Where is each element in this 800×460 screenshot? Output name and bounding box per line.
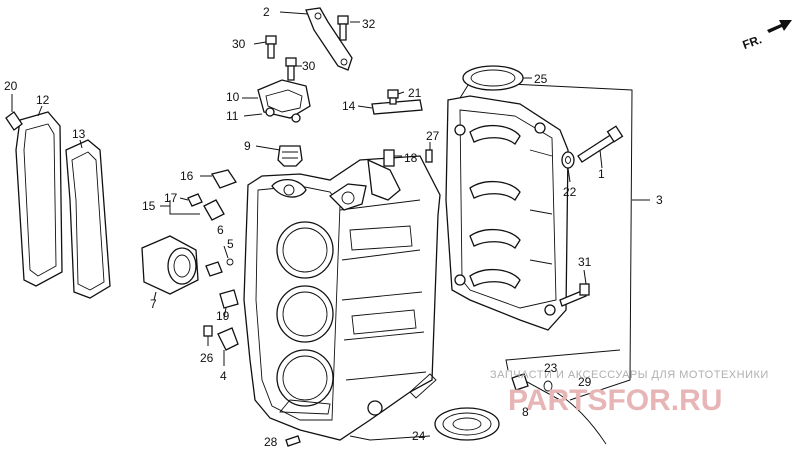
front-arrow-icon [767, 20, 792, 33]
bolt-21 [387, 89, 405, 105]
callout-23: 23 [544, 361, 558, 375]
bolt-26 [203, 325, 213, 346]
callout-17: 17 [164, 191, 178, 205]
callout-27: 27 [426, 129, 440, 143]
thermostat-9 [255, 145, 303, 167]
callout-labels: 1 2 3 4 5 6 7 8 9 10 11 12 13 14 15 16 1… [4, 5, 663, 449]
bolt-30-lower [285, 57, 302, 81]
gasket-12 [15, 105, 63, 287]
callout-28: 28 [264, 435, 278, 449]
bolt-30-upper [253, 35, 277, 59]
bearing-24 [349, 407, 500, 441]
crankcase-bracket-line [459, 81, 633, 401]
watermark-tagline: ЗАПЧАСТИ И АКСЕССУАРЫ ДЛЯ МОТОТЕХНИКИ [490, 369, 769, 381]
stay-bracket-2 [279, 7, 353, 71]
callout-29: 29 [578, 375, 592, 389]
callout-11: 11 [226, 109, 239, 123]
bolt-32 [337, 15, 360, 41]
gasket-13 [65, 139, 111, 299]
callout-26: 26 [200, 351, 214, 365]
callout-7: 7 [150, 297, 157, 311]
pin-28 [285, 435, 301, 447]
callout-2: 2 [263, 5, 270, 19]
callout-30-upper: 30 [232, 37, 246, 51]
callout-30-lower: 30 [302, 59, 316, 73]
pin-27 [425, 142, 433, 163]
callout-5: 5 [227, 237, 234, 251]
callout-13: 13 [72, 127, 86, 141]
oil-filter-7 [141, 235, 199, 301]
front-direction-label: FR. [741, 32, 764, 52]
callout-32: 32 [362, 17, 376, 31]
oil-seal [462, 65, 532, 91]
fitting-8 [511, 373, 529, 391]
fitting-17 [179, 193, 203, 207]
callout-22: 22 [563, 185, 577, 199]
cylinder-block [243, 155, 441, 441]
callout-19: 19 [216, 309, 230, 323]
callout-16: 16 [180, 169, 194, 183]
callout-14: 14 [342, 99, 356, 113]
watermark-site: PARTSFOR.RU [508, 384, 722, 417]
fitting-16 [200, 169, 237, 189]
callout-20: 20 [4, 79, 18, 93]
callout-10: 10 [226, 90, 240, 104]
callout-4: 4 [220, 369, 227, 383]
callout-31: 31 [578, 255, 592, 269]
callout-1: 1 [598, 167, 605, 181]
thermostat-cover [242, 79, 311, 123]
callout-8: 8 [522, 405, 529, 419]
sensor-18 [383, 149, 402, 167]
callout-18: 18 [404, 151, 418, 165]
front-direction-indicator: FR. [741, 20, 792, 52]
clip-23 [543, 380, 553, 392]
union-15 [160, 199, 225, 221]
callout-12: 12 [36, 93, 50, 107]
plug-19 [219, 289, 239, 319]
callout-9: 9 [244, 139, 251, 153]
cap-4 [217, 327, 239, 366]
callout-6: 6 [217, 223, 224, 237]
callout-15: 15 [142, 199, 156, 213]
callout-25: 25 [534, 72, 548, 86]
callout-21: 21 [408, 86, 422, 100]
callout-3: 3 [656, 193, 663, 207]
bolt-1 [577, 125, 624, 169]
crankcase [445, 95, 569, 331]
callout-24: 24 [412, 429, 426, 443]
bolt-31 [559, 269, 590, 307]
washer-22 [561, 151, 575, 183]
watermark: ЗАПЧАСТИ И АКСЕССУАРЫ ДЛЯ МОТОТЕХНИКИ PA… [490, 369, 769, 417]
plug-5 [205, 245, 234, 277]
bolt-20 [5, 94, 23, 131]
plate-14 [357, 99, 423, 115]
